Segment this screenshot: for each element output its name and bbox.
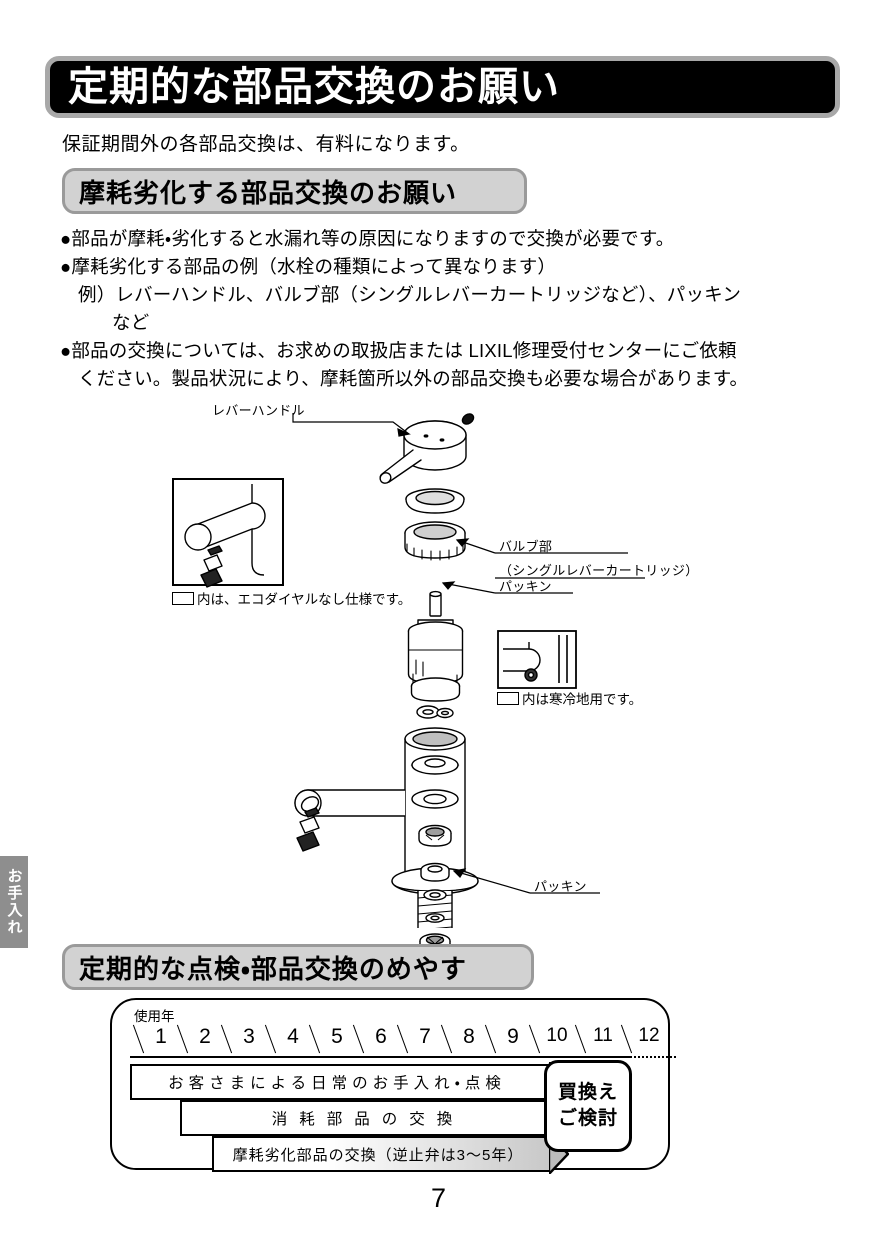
- timeline-bar-daily-care: お客さまによる日常のお手入れ・点検: [130, 1062, 569, 1102]
- section-heading-wear-label: 摩耗劣化する部品交換のお願い: [79, 177, 458, 208]
- square-symbol-icon: [497, 691, 519, 705]
- small-washer-part: [423, 889, 447, 901]
- intro-text: 保証期間外の各部品交換は、有料になります。: [62, 134, 470, 155]
- packing-lower-part: [420, 862, 450, 882]
- year-label-9: 9: [507, 1025, 519, 1048]
- year-tick: [176, 1024, 189, 1054]
- timeline-bar-label-2: 消耗部品の交換: [271, 1111, 465, 1128]
- timeline-bar-label-3: 摩耗劣化部品の交換（逆止弁は3〜5年）: [232, 1146, 524, 1164]
- bullet-item-2-example-line-2: など: [112, 312, 150, 333]
- bullet-item-2: ●摩耗劣化する部品の例（水栓の種類によって異なります）: [60, 256, 557, 277]
- year-tick: [132, 1024, 145, 1054]
- year-tick: [220, 1024, 233, 1054]
- year-label-10: 10: [546, 1025, 568, 1046]
- side-index-tab-label: お手入れ: [5, 868, 23, 936]
- timeline-bar-body: [180, 1100, 550, 1136]
- eco-dial-inset-caption-text: 内は、エコダイヤルなし仕様です。: [197, 592, 412, 607]
- year-label-6: 6: [375, 1025, 387, 1048]
- usage-year-label: 使用年: [134, 1009, 175, 1024]
- lever-handle-part: [379, 420, 467, 484]
- year-tick: [264, 1024, 277, 1054]
- year-label-5: 5: [331, 1025, 343, 1048]
- bullet-item-1: ●部品が摩耗・劣化すると水漏れ等の原因になりますので交換が必要です。: [60, 228, 675, 249]
- year-label-1: 1: [155, 1025, 167, 1048]
- year-axis-solid: [130, 1056, 630, 1058]
- square-symbol-icon: [172, 591, 194, 605]
- flat-washer-part: [411, 789, 459, 809]
- label-valve-part-sub: （シングルレバーカートリッジ）: [499, 563, 699, 578]
- valve-cartridge-part: [407, 590, 464, 702]
- timeline-bar-consumable-parts: 消耗部品の交換: [180, 1098, 569, 1138]
- year-tick: [484, 1024, 497, 1054]
- packing-upper-part: [416, 705, 454, 719]
- timeline-bar-body: [212, 1136, 550, 1172]
- section-heading-schedule: 定期的な点検・部品交換のめやす: [62, 944, 534, 990]
- tiny-washer-part: [425, 913, 445, 923]
- wear-bullet-list: ●部品が摩耗・劣化すると水漏れ等の原因になりますので交換が必要です。 ●摩耗劣化…: [60, 225, 850, 393]
- section-heading-wear: 摩耗劣化する部品交換のお願い: [62, 168, 527, 214]
- page-title: 定期的な部品交換のお願い: [68, 65, 560, 109]
- cold-region-inset-caption: 内は寒冷地用です。: [497, 688, 642, 708]
- year-label-8: 8: [463, 1025, 475, 1048]
- year-label-2: 2: [199, 1025, 211, 1048]
- leader-lines-svg: [292, 413, 645, 594]
- replacement-consideration-box: 買換え ご検討: [544, 1060, 632, 1152]
- eco-dial-inset-svg: [172, 478, 284, 588]
- timeline-bar-body: [130, 1064, 550, 1100]
- label-packing-upper: パッキン: [499, 579, 552, 594]
- year-tick: [308, 1024, 321, 1054]
- lower-leader-svg: [452, 868, 600, 894]
- timeline-bar-label-1: お客さまによる日常のお手入れ・点検: [168, 1075, 506, 1092]
- bullet-item-3-line-1: ●部品の交換については、お求めの取扱店または LIXIL修理受付センターにご依頼: [60, 340, 737, 361]
- page-number: 7: [430, 1183, 447, 1213]
- cone-washer-part: [410, 755, 460, 775]
- bullet-item-3-line-2: ください。製品状況により、摩耗箇所以外の部品交換も必要な場合があります。: [78, 368, 749, 389]
- maintenance-timeline-panel: 使用年 1 2 3 4 5 6 7 8 9 10 11: [110, 998, 676, 1174]
- year-label-4: 4: [287, 1025, 299, 1048]
- year-axis-dotted: [630, 1056, 676, 1058]
- year-label-12: 12: [638, 1025, 660, 1046]
- timeline-bar-wear-parts: 摩耗劣化部品の交換（逆止弁は3〜5年）: [212, 1134, 569, 1174]
- side-index-tab[interactable]: お手入れ: [0, 856, 28, 948]
- label-packing-lower: パッキン: [534, 879, 587, 894]
- year-scale: 1 2 3 4 5 6 7 8 9 10 11 12: [130, 1022, 676, 1060]
- cold-region-inset-svg: [497, 630, 577, 689]
- replacement-box-line-1: 買換え: [557, 1082, 618, 1103]
- year-label-3: 3: [243, 1025, 255, 1048]
- cap-nut-part: [404, 521, 466, 561]
- year-tick: [440, 1024, 453, 1054]
- exploded-faucet-diagram: 内は、エコダイヤルなし仕様です。 内は寒冷地用です。 レバーハンドル バルブ部 …: [150, 398, 730, 953]
- cold-region-inset-caption-text: 内は寒冷地用です。: [522, 692, 643, 707]
- year-tick: [396, 1024, 409, 1054]
- handle-ring-part: [405, 488, 465, 514]
- year-tick: [352, 1024, 365, 1054]
- year-label-7: 7: [419, 1025, 431, 1048]
- page-title-banner: 定期的な部品交換のお願い: [45, 56, 840, 118]
- eco-dial-inset-caption: 内は、エコダイヤルなし仕様です。: [172, 588, 411, 608]
- year-label-11: 11: [593, 1025, 613, 1046]
- bullet-item-2-example-line-1: 例）レバーハンドル、バルブ部（シングルレバーカートリッジなど）、パッキン: [78, 284, 742, 305]
- replacement-box-line-2: ご検討: [557, 1108, 618, 1129]
- label-valve-part: バルブ部: [499, 539, 553, 554]
- section-heading-schedule-label: 定期的な点検・部品交換のめやす: [79, 953, 467, 984]
- label-lever-handle: レバーハンドル: [212, 403, 305, 418]
- lock-nut-part: [418, 824, 452, 847]
